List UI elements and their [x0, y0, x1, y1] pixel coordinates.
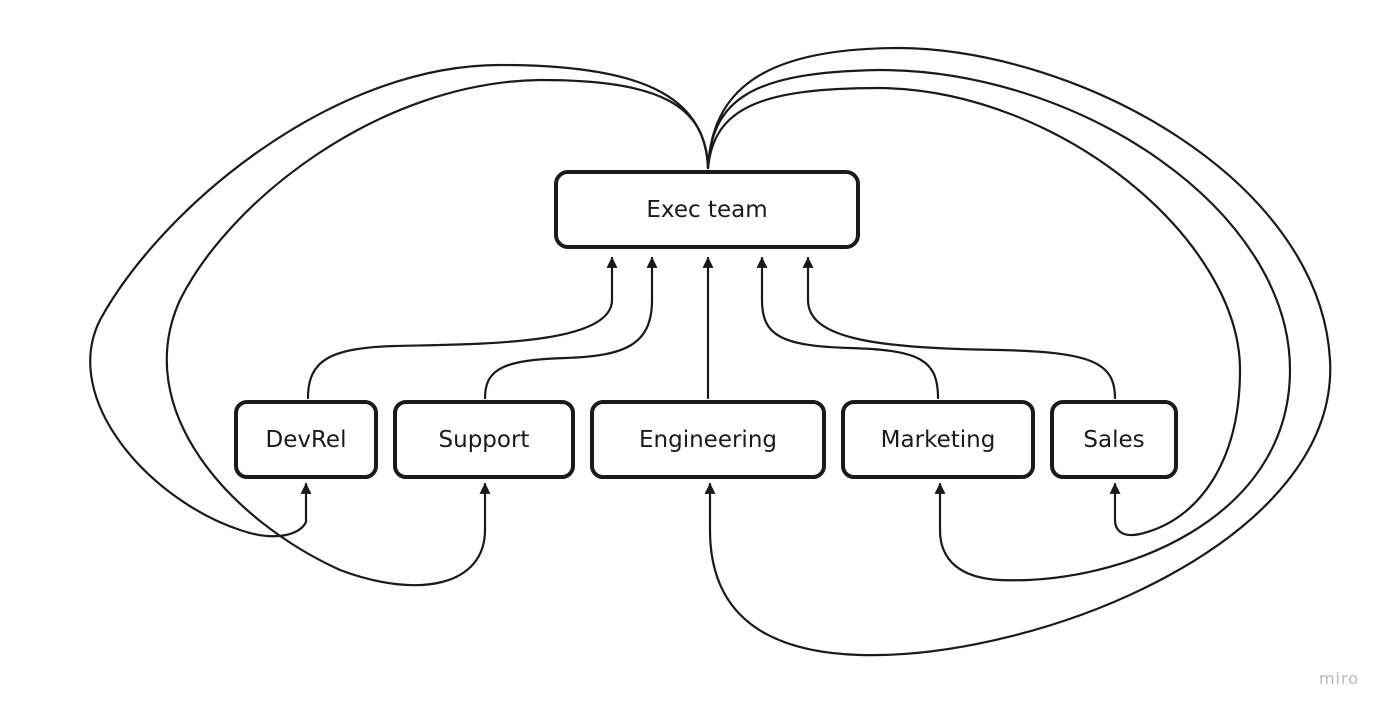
- node-marketing: Marketing: [841, 400, 1035, 479]
- edge-exec-to-devrel: [89, 63, 710, 538]
- node-engineering: Engineering: [590, 400, 826, 479]
- node-label-devrel: DevRel: [266, 427, 347, 453]
- edge-support-to-exec: [483, 256, 658, 400]
- node-label-engineering: Engineering: [639, 427, 777, 453]
- node-exec-team: Exec team: [554, 170, 860, 249]
- node-sales: Sales: [1050, 400, 1178, 479]
- edge-exec-to-marketing: [706, 68, 1292, 582]
- edge-exec-to-sales: [706, 86, 1242, 537]
- miro-watermark: miro: [1318, 669, 1359, 688]
- node-label-support: Support: [439, 427, 530, 453]
- edge-exec-to-engineering: [704, 46, 1332, 657]
- node-support: Support: [393, 400, 575, 479]
- edge-marketing-to-exec: [756, 256, 940, 400]
- node-label-sales: Sales: [1083, 427, 1144, 453]
- edge-sales-to-exec: [802, 256, 1117, 400]
- downward-edges: [89, 46, 1332, 657]
- node-label-exec-team: Exec team: [646, 197, 767, 223]
- edge-exec-to-support: [165, 78, 710, 587]
- upward-edges: [306, 256, 1117, 400]
- node-devrel: DevRel: [234, 400, 378, 479]
- node-label-marketing: Marketing: [881, 427, 996, 453]
- edge-devrel-to-exec: [306, 256, 618, 400]
